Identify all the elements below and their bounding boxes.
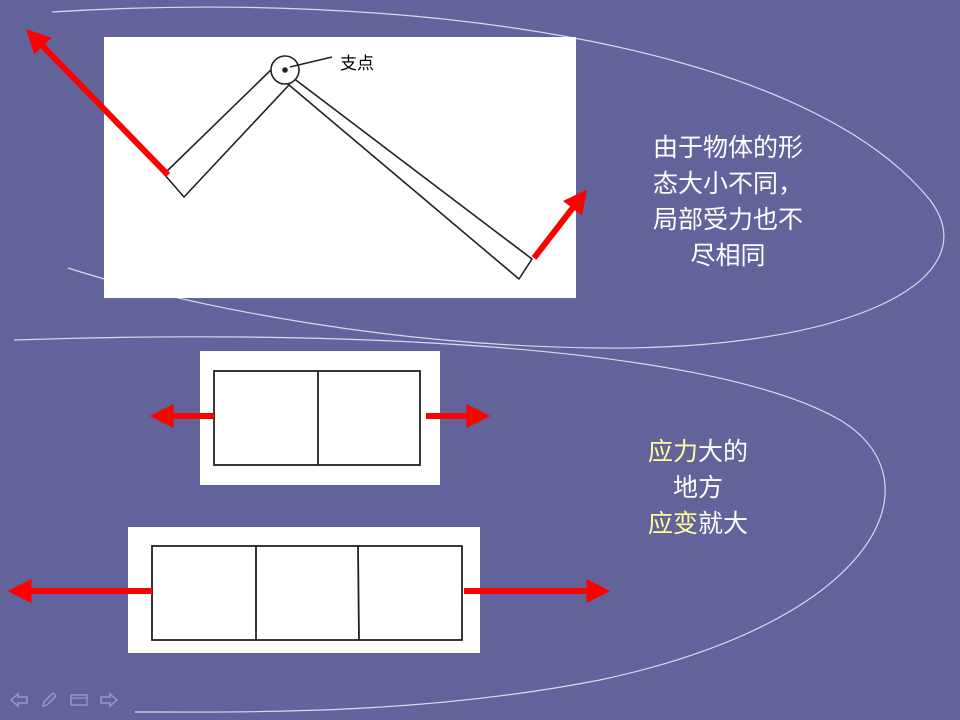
note-top-line-4: 尽相同	[690, 241, 766, 270]
note-bottom-line-2: 地方	[672, 473, 723, 502]
slideshow-nav	[8, 690, 120, 710]
tension-bar-small	[200, 351, 440, 485]
pen-icon[interactable]	[38, 690, 60, 710]
decor-curve-top	[51, 6, 945, 349]
tension-bar-small-drawing	[213, 370, 421, 466]
arrow-right-icon[interactable]	[98, 690, 120, 710]
note-bottom-line-3-rest: 就大	[698, 509, 749, 538]
note-top-line-3: 局部受力也不	[652, 205, 803, 234]
note-bottom-line-1: 应力大的	[608, 434, 788, 470]
note-top-line-1: 由于物体的形	[652, 133, 803, 162]
tension-bar-large-drawing	[151, 545, 463, 641]
fulcrum-label: 支点	[340, 54, 374, 74]
note-bottom: 应力大的 地方 应变就大	[608, 434, 788, 542]
note-bottom-line-1-rest: 大的	[698, 437, 749, 466]
screen-icon[interactable]	[68, 690, 90, 710]
bent-bar-drawing	[163, 55, 533, 280]
arrow-left-icon[interactable]	[8, 690, 30, 710]
tension-bar-large	[128, 527, 480, 653]
stress-highlight: 应力	[647, 437, 698, 466]
bent-bar-figure: 支点	[104, 37, 576, 298]
strain-highlight: 应变	[647, 509, 698, 538]
note-bottom-line-3: 应变就大	[608, 506, 788, 542]
decor-curve-bottom	[13, 336, 886, 713]
note-top: 由于物体的形 态大小不同， 局部受力也不 尽相同	[608, 130, 848, 274]
note-top-line-2: 态大小不同，	[652, 169, 803, 198]
